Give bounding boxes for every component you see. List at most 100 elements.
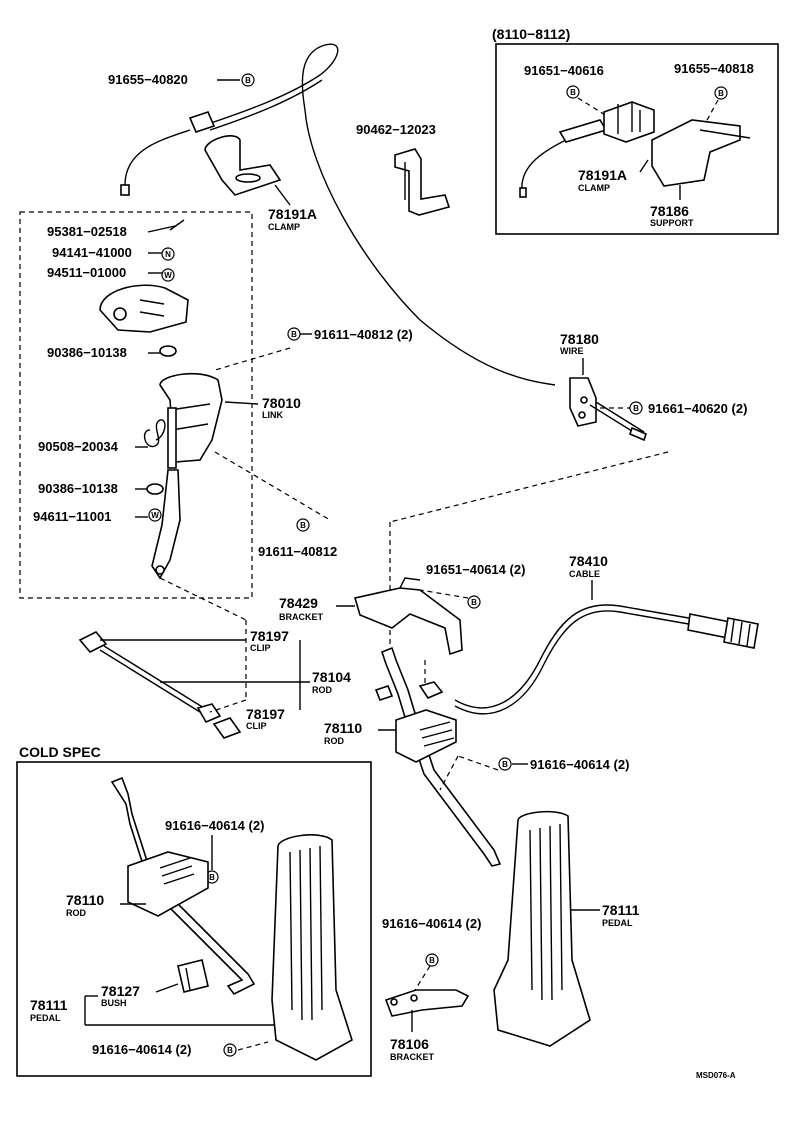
svg-text:B: B — [633, 404, 639, 413]
rod-stopper — [374, 685, 394, 701]
label-95381-02518: 95381−02518 — [47, 224, 127, 239]
washer-badge-icon-2: W — [148, 508, 162, 522]
link-number: 78010 — [262, 395, 301, 411]
pedal-ribs — [529, 823, 563, 1001]
rod-name-a: ROD — [312, 685, 333, 695]
svg-text:B: B — [502, 760, 508, 769]
leader-pin — [147, 225, 176, 233]
cold-label-91616-40614-2-a: 91616−40614 (2) — [165, 818, 264, 833]
clamp-78191a-drawing — [204, 135, 282, 196]
wire-number: 78180 — [560, 331, 599, 347]
label-94511-01000: 94511−01000 — [47, 265, 126, 280]
arm-pivot — [155, 565, 165, 575]
bush-edge — [185, 967, 191, 991]
link-shaft — [167, 407, 177, 469]
cold-pedal-ribs — [289, 845, 323, 1021]
rod-number-a: 78104 — [312, 669, 351, 685]
clamp-slot — [235, 173, 261, 183]
svg-text:B: B — [209, 873, 215, 882]
svg-text:N: N — [165, 250, 171, 259]
grommet-icon-2 — [146, 483, 164, 495]
accelerator-pedal-78111 — [493, 810, 591, 1047]
cold-leader-bush — [155, 983, 179, 993]
bush-78127-drawing — [177, 959, 209, 993]
rod-78110-drawing — [381, 646, 502, 867]
inset-8110-8112: (8110−8112) 91651−40616 91655−40818 B B … — [492, 26, 779, 235]
bolt-badge-icon: B — [241, 73, 255, 87]
rod-number-b: 78110 — [324, 720, 362, 736]
wire-78180-area: 78180 WIRE B 91661−40620 (2) — [389, 331, 747, 648]
svg-text:B: B — [300, 521, 306, 530]
inset-wire-sleeve — [558, 119, 608, 143]
cold-pedal-number: 78111 — [30, 997, 68, 1013]
nut-badge-icon: N — [161, 247, 175, 261]
svg-text:B: B — [718, 89, 724, 98]
inset-support-number: 78186 — [650, 203, 689, 219]
label-94611-11001: 94611−11001 — [33, 509, 111, 524]
dash-91616-a — [457, 755, 499, 771]
clip-90462-drawing — [394, 148, 451, 216]
bolt-badge-icon-4: B — [296, 518, 310, 532]
inset-label-91655-40818: 91655−40818 — [674, 61, 754, 76]
bolt-badge-icon-3: B — [287, 327, 301, 341]
clamp-name: CLAMP — [268, 222, 300, 232]
wire-end-fitting — [629, 426, 647, 442]
inset-clamp-ribs — [617, 102, 641, 134]
clip-78197-bottom — [212, 717, 242, 739]
wire-left-end — [124, 129, 191, 186]
bracket-tab — [399, 577, 421, 589]
pedal-spring-icon — [419, 721, 455, 747]
label-90386-10138-b: 90386−10138 — [38, 481, 118, 496]
label-90386-10138-a: 90386−10138 — [47, 345, 127, 360]
pedal-assembly-area: 78110 ROD B 91616−40614 (2) 78111 PEDAL … — [324, 646, 736, 1080]
washer-badge-icon: W — [161, 268, 175, 282]
cold-rod-name: ROD — [66, 908, 87, 918]
grommet-icon — [159, 345, 177, 357]
cold-bush-number: 78127 — [101, 983, 140, 999]
label-91616-40614-2-a: 91616−40614 (2) — [530, 757, 629, 772]
cold-label-91616-40614-2-b: 91616−40614 (2) — [92, 1042, 191, 1057]
grommet-hole-2 — [578, 411, 586, 419]
bolt-badge-icon-7: B — [498, 757, 512, 771]
label-94141-41000: 94141−41000 — [52, 245, 132, 260]
pedal-number: 78111 — [602, 902, 640, 918]
label-91616-40614-2-b: 91616−40614 (2) — [382, 916, 481, 931]
svg-text:B: B — [429, 956, 435, 965]
bolt-badge-icon-5: B — [629, 401, 643, 415]
cold-pedal-name: PEDAL — [30, 1013, 61, 1023]
inset-clamp-drawing — [603, 101, 655, 143]
dash-91611 — [214, 451, 331, 521]
link-name: LINK — [262, 410, 283, 420]
return-spring-icon — [143, 419, 166, 448]
inset-bolt-badge-icon: B — [566, 85, 580, 99]
inset-support-drawing — [651, 119, 741, 187]
inset-clamp-name: CLAMP — [578, 183, 610, 193]
clip-name-b: CLIP — [246, 721, 267, 731]
dash-91611-2 — [214, 347, 291, 371]
cable-nut-knurl — [730, 619, 751, 647]
dash-link-to-rod — [159, 577, 247, 621]
accelerator-cable — [454, 604, 701, 709]
svg-text:B: B — [471, 598, 477, 607]
clamp-number: 78191A — [268, 206, 317, 222]
label-91611-40812-2: 91611−40812 (2) — [314, 327, 413, 342]
inset-clamp-number: 78191A — [578, 167, 627, 183]
lever-bushing — [113, 307, 127, 321]
dash-wire-to-bracket — [389, 451, 669, 523]
link-lower-arm — [151, 469, 181, 580]
fasteners-link: B 91611−40812 (2) B 91611−40812 — [214, 327, 413, 559]
dash-91616-b — [414, 965, 431, 991]
cold-rod-number: 78110 — [66, 892, 104, 908]
dash-91651 — [419, 589, 469, 599]
svg-text:B: B — [245, 76, 251, 85]
wire-name: WIRE — [560, 346, 584, 356]
inset-support-name: SUPPORT — [650, 218, 694, 228]
inset-leader-2 — [705, 99, 719, 123]
top-cable-area: 91655−40820 B 78191A CLAMP 90462−12023 — [108, 43, 556, 386]
bracket-78429-drawing — [353, 587, 463, 656]
cold-spec-box: COLD SPEC 91616−40614 (2) B 78110 ROD 78… — [16, 744, 372, 1077]
dash-91616-a-2 — [439, 755, 459, 791]
grommet-hole — [580, 396, 588, 404]
svg-text:W: W — [164, 271, 172, 280]
figure-code: MSD076-A — [696, 1071, 736, 1080]
